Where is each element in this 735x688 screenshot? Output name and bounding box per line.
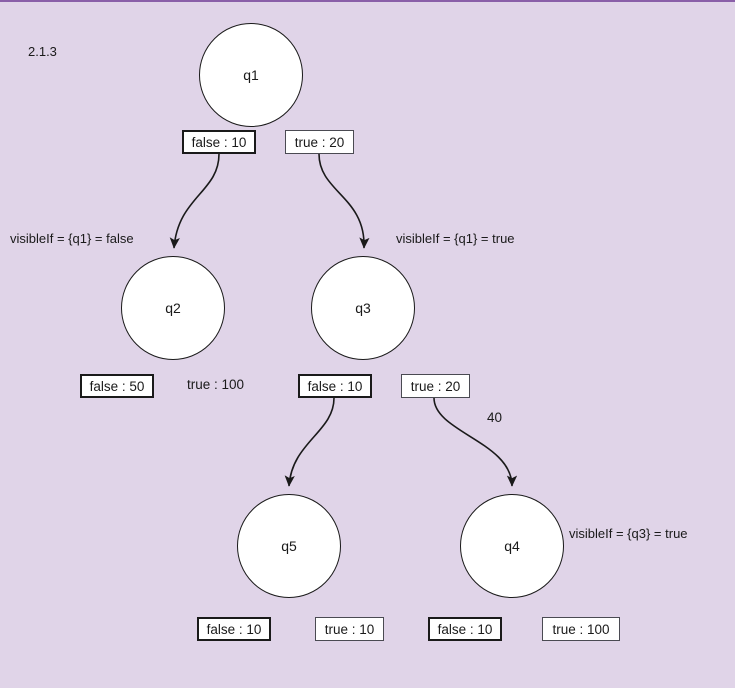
node-q5[interactable]: q5 [237, 494, 341, 598]
edge-q3-false-to-q5 [284, 397, 335, 487]
edge-q1-false-to-q2 [169, 153, 220, 249]
port-box-q1_true[interactable]: true : 20 [285, 130, 354, 154]
node-q4[interactable]: q4 [460, 494, 564, 598]
plain-label-q2_true_plain: true : 100 [187, 377, 245, 392]
node-label-q5: q5 [281, 538, 297, 554]
port-box-q5_true[interactable]: true : 10 [315, 617, 384, 641]
node-q3[interactable]: q3 [311, 256, 415, 360]
port-box-q5_false[interactable]: false : 10 [197, 617, 271, 641]
node-q2[interactable]: q2 [121, 256, 225, 360]
diagram-id-label: 2.1.3 [28, 44, 57, 59]
node-label-q4: q4 [504, 538, 520, 554]
condition-label-cond_q1_true: visibleIf = {q1} = true [396, 231, 515, 246]
condition-label-cond_q3_true: visibleIf = {q3} = true [569, 526, 688, 541]
condition-label-cond_q1_false: visibleIf = {q1} = false [10, 231, 134, 246]
node-label-q1: q1 [243, 67, 259, 83]
port-box-q4_true[interactable]: true : 100 [542, 617, 620, 641]
node-q1[interactable]: q1 [199, 23, 303, 127]
port-box-q2_false[interactable]: false : 50 [80, 374, 154, 398]
node-label-q3: q3 [355, 300, 371, 316]
port-box-q3_true[interactable]: true : 20 [401, 374, 470, 398]
port-box-q1_false[interactable]: false : 10 [182, 130, 256, 154]
weight-label-edge_weight_40: 40 [487, 410, 503, 425]
port-box-q4_false[interactable]: false : 10 [428, 617, 502, 641]
edge-q1-true-to-q3 [318, 153, 370, 249]
port-box-q3_false[interactable]: false : 10 [298, 374, 372, 398]
node-label-q2: q2 [165, 300, 181, 316]
